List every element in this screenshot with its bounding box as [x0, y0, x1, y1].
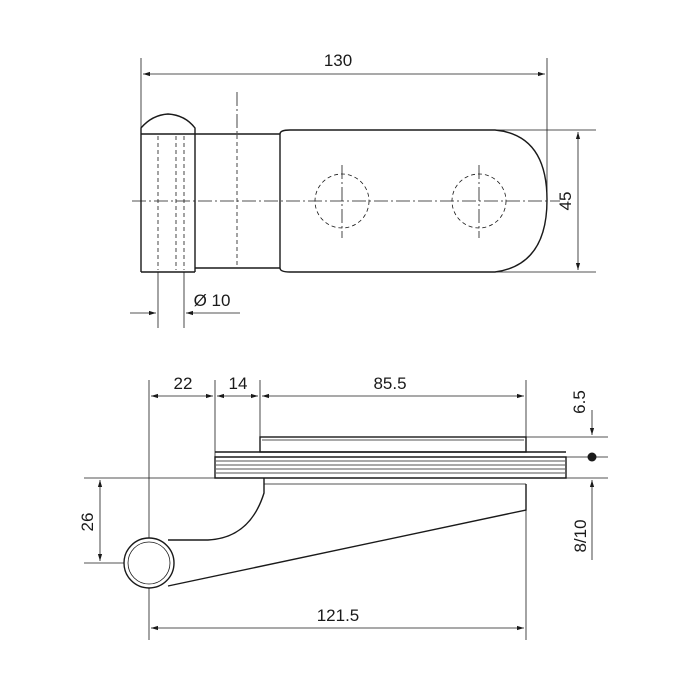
dim-label-121-5: 121.5 [317, 606, 360, 625]
dimension-22: 22 [148, 374, 216, 538]
dim-label-6-5: 6.5 [570, 390, 589, 414]
hinge-arm [167, 478, 527, 587]
dimension-121-5: 121.5 [148, 510, 527, 640]
dim-label-45: 45 [556, 192, 575, 211]
dimension-26: 26 [78, 477, 215, 564]
dim-label-14: 14 [229, 374, 248, 393]
dim-label-26: 26 [78, 513, 97, 532]
top-view: 130 45 Ø 10 [130, 51, 596, 328]
pin-knuckle [140, 113, 196, 273]
dimension-6-5: 6.5 [526, 390, 608, 458]
dimension-130: 130 [140, 51, 548, 200]
dimension-8-10: 8/10 [566, 477, 608, 560]
reference-dot [587, 452, 597, 462]
dim-label-85-5: 85.5 [373, 374, 406, 393]
side-view: 22 14 85.5 6.5 8/10 [78, 374, 608, 640]
dim-label-22: 22 [174, 374, 193, 393]
dim-label-8-10: 8/10 [571, 519, 590, 552]
dimension-pin-diameter: Ø 10 [130, 272, 240, 328]
dimension-45: 45 [495, 129, 596, 273]
dim-label-130: 130 [324, 51, 352, 70]
glass-plates [214, 436, 567, 479]
dimension-14: 14 [217, 374, 261, 437]
pin-barrel [123, 537, 175, 589]
dimension-85-5: 85.5 [262, 374, 527, 437]
dim-label-pin: Ø 10 [194, 291, 231, 310]
